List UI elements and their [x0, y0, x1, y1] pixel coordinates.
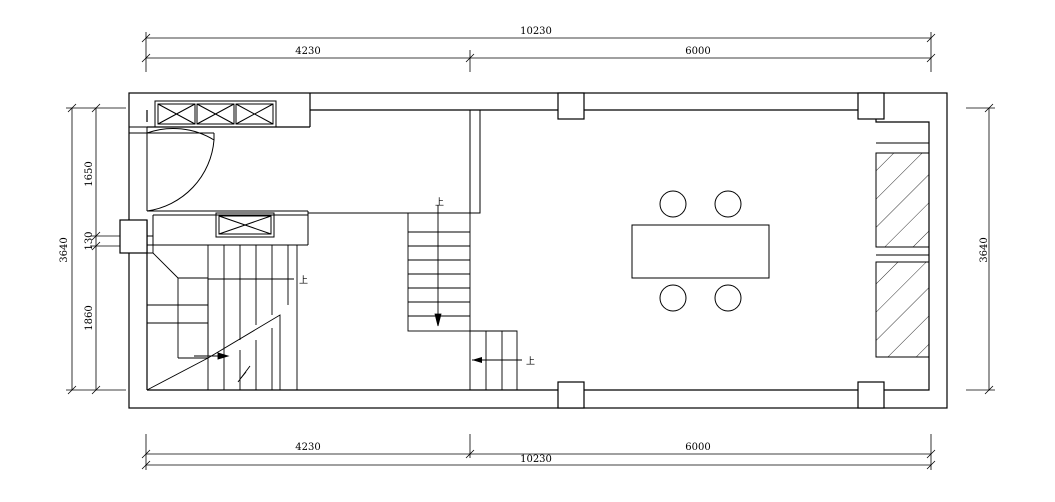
left-total-dimension: 3640	[59, 237, 70, 262]
top-right-dimension: 6000	[685, 46, 710, 57]
door-swing	[128, 126, 215, 212]
left-stair-up-label: 上	[299, 275, 308, 286]
middle-stair-arrowhead	[434, 313, 442, 327]
small-stair-arrowhead	[472, 357, 482, 363]
right-total-dimension: 3640	[979, 237, 990, 262]
left-upper-dimension: 1650	[84, 161, 95, 186]
upper-cabinets	[154, 100, 277, 128]
exterior-walls	[128, 92, 948, 409]
left-dimension-chain	[66, 103, 126, 395]
small-staircase	[469, 330, 522, 390]
left-stair-arrow	[194, 278, 294, 360]
middle-stair-up-label: 上	[435, 197, 444, 208]
right-dimension-chain	[966, 103, 995, 395]
small-stair-up-label: 上	[526, 356, 535, 367]
middle-staircase	[407, 205, 471, 332]
columns	[119, 92, 885, 409]
bottom-right-dimension: 6000	[685, 442, 710, 453]
left-middle-dimension: 130	[84, 231, 95, 250]
dining-chair	[714, 284, 742, 312]
left-lower-dimension: 1860	[84, 305, 95, 330]
dining-chair	[659, 190, 687, 218]
dining-set	[631, 190, 770, 312]
right-windows	[875, 142, 930, 358]
dining-chair	[659, 284, 687, 312]
bottom-total-dimension: 10230	[520, 454, 552, 465]
counter-cabinet	[215, 212, 275, 238]
bottom-dimension-chain	[141, 434, 936, 470]
dining-table	[631, 224, 770, 279]
left-staircase	[146, 244, 298, 391]
top-dimension-chain	[141, 32, 936, 72]
dining-chair	[714, 190, 742, 218]
top-left-dimension: 4230	[295, 46, 320, 57]
top-total-dimension: 10230	[520, 26, 552, 37]
bottom-left-dimension: 4230	[295, 442, 320, 453]
